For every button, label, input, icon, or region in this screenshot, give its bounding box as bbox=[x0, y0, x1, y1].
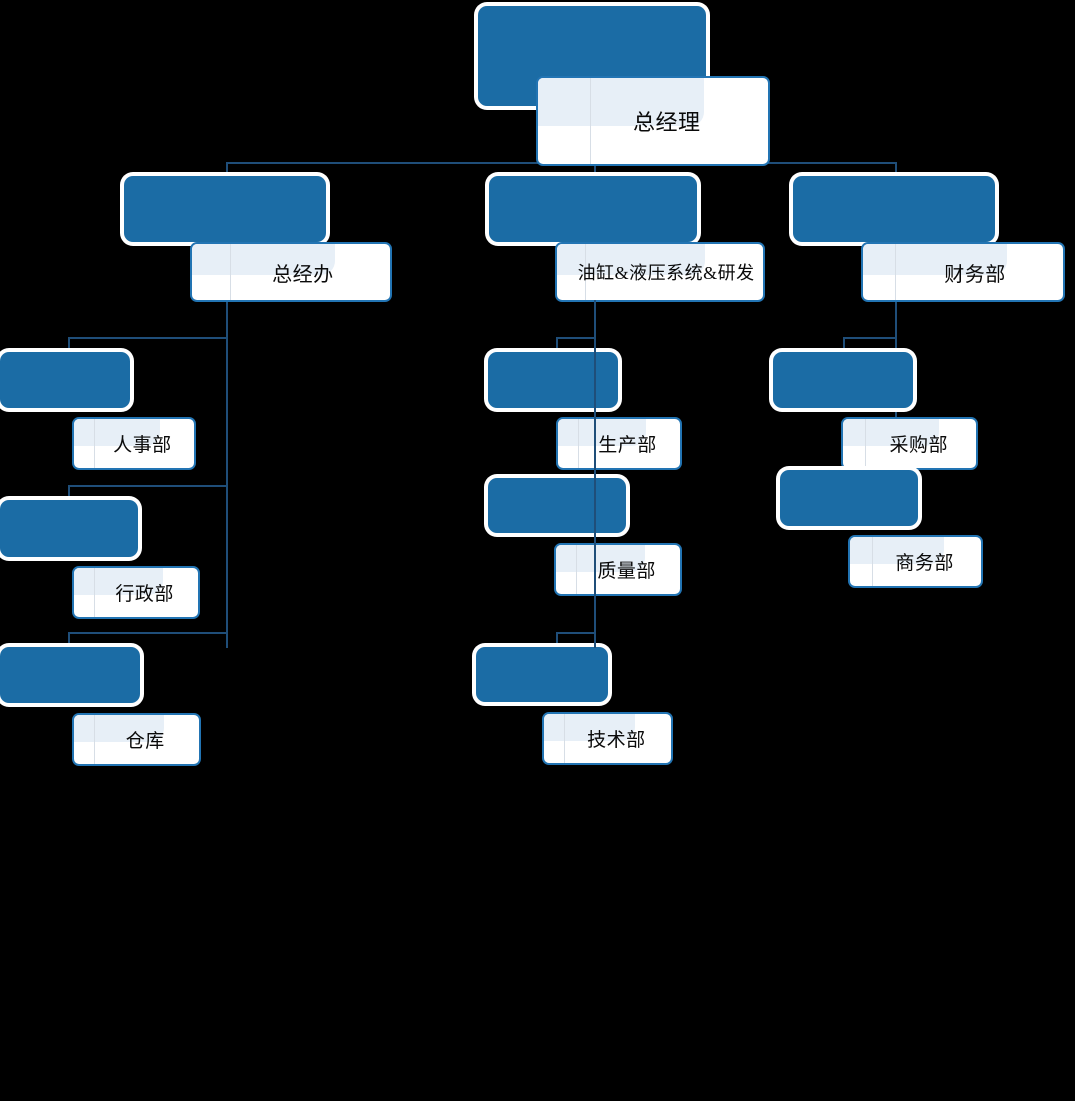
node-label: 油缸&液压系统&研发 bbox=[577, 263, 755, 283]
node-card[interactable]: 总经办 bbox=[190, 242, 392, 302]
node-warehouse[interactable]: 仓库 bbox=[0, 647, 205, 767]
connector-elbow-middle-3-drop bbox=[556, 632, 558, 652]
node-label: 总经理 bbox=[633, 110, 701, 135]
node-business-department[interactable]: 商务部 bbox=[780, 470, 990, 590]
node-technology-department[interactable]: 技术部 bbox=[476, 647, 676, 767]
node-general-manager[interactable]: 总经理 bbox=[478, 6, 770, 166]
node-hr-department[interactable]: 人事部 bbox=[0, 352, 200, 472]
node-general-manager-office[interactable]: 总经办 bbox=[124, 176, 394, 304]
node-card[interactable]: 商务部 bbox=[848, 535, 983, 588]
connector-elbow-middle-1-drop bbox=[556, 337, 558, 357]
node-card[interactable]: 采购部 bbox=[841, 417, 978, 470]
node-plate bbox=[0, 500, 138, 557]
connector-trunk-middle bbox=[594, 300, 596, 648]
connector-elbow-left-2 bbox=[68, 485, 228, 487]
node-label: 行政部 bbox=[115, 584, 174, 605]
connector-drop-middle bbox=[594, 162, 596, 178]
node-label: 人事部 bbox=[113, 435, 172, 456]
node-label: 技术部 bbox=[587, 730, 646, 751]
connector-elbow-right-1 bbox=[843, 337, 897, 339]
node-card[interactable]: 总经理 bbox=[536, 76, 770, 166]
connector-elbow-left-2-drop bbox=[68, 485, 70, 505]
connector-elbow-middle-3 bbox=[556, 632, 596, 634]
node-label: 生产部 bbox=[598, 435, 657, 456]
connector-elbow-left-3-drop bbox=[68, 632, 70, 652]
node-label: 质量部 bbox=[597, 561, 656, 582]
node-cylinder-hydraulic-rd[interactable]: 油缸&液压系统&研发 bbox=[489, 176, 765, 304]
node-label: 商务部 bbox=[895, 553, 954, 574]
connector-drop-right bbox=[895, 162, 897, 178]
connector-elbow-left-1-drop bbox=[68, 337, 70, 357]
node-card[interactable]: 油缸&液压系统&研发 bbox=[555, 242, 765, 302]
node-card[interactable]: 行政部 bbox=[72, 566, 200, 619]
node-quality-department[interactable]: 质量部 bbox=[488, 478, 696, 598]
connector-trunk-left bbox=[226, 300, 228, 648]
connector-elbow-right-1-drop bbox=[843, 337, 845, 357]
node-plate bbox=[793, 176, 995, 242]
node-label: 仓库 bbox=[125, 731, 165, 752]
node-plate bbox=[488, 352, 618, 408]
connector-elbow-left-3 bbox=[68, 632, 228, 634]
connector-elbow-middle-1 bbox=[556, 337, 596, 339]
node-administration-department[interactable]: 行政部 bbox=[0, 500, 205, 620]
node-plate bbox=[0, 647, 140, 703]
node-plate bbox=[488, 478, 626, 533]
node-purchasing-department[interactable]: 采购部 bbox=[773, 352, 983, 472]
node-label: 采购部 bbox=[889, 435, 949, 456]
node-plate bbox=[124, 176, 326, 242]
node-card[interactable]: 人事部 bbox=[72, 417, 196, 470]
node-card[interactable]: 生产部 bbox=[556, 417, 682, 470]
node-production-department[interactable]: 生产部 bbox=[488, 352, 683, 472]
node-label: 总经办 bbox=[272, 263, 334, 286]
node-plate bbox=[489, 176, 697, 242]
connector-drop-left bbox=[226, 162, 228, 178]
node-card[interactable]: 技术部 bbox=[542, 712, 673, 765]
connector-elbow-left-1 bbox=[68, 337, 228, 339]
node-plate bbox=[780, 470, 918, 526]
node-finance-department[interactable]: 财务部 bbox=[793, 176, 1065, 304]
node-card[interactable]: 质量部 bbox=[554, 543, 682, 596]
node-card[interactable]: 财务部 bbox=[861, 242, 1065, 302]
node-plate bbox=[773, 352, 913, 408]
node-plate bbox=[476, 647, 608, 702]
node-label: 财务部 bbox=[944, 263, 1006, 286]
node-plate bbox=[0, 352, 130, 408]
node-card[interactable]: 仓库 bbox=[72, 713, 201, 766]
